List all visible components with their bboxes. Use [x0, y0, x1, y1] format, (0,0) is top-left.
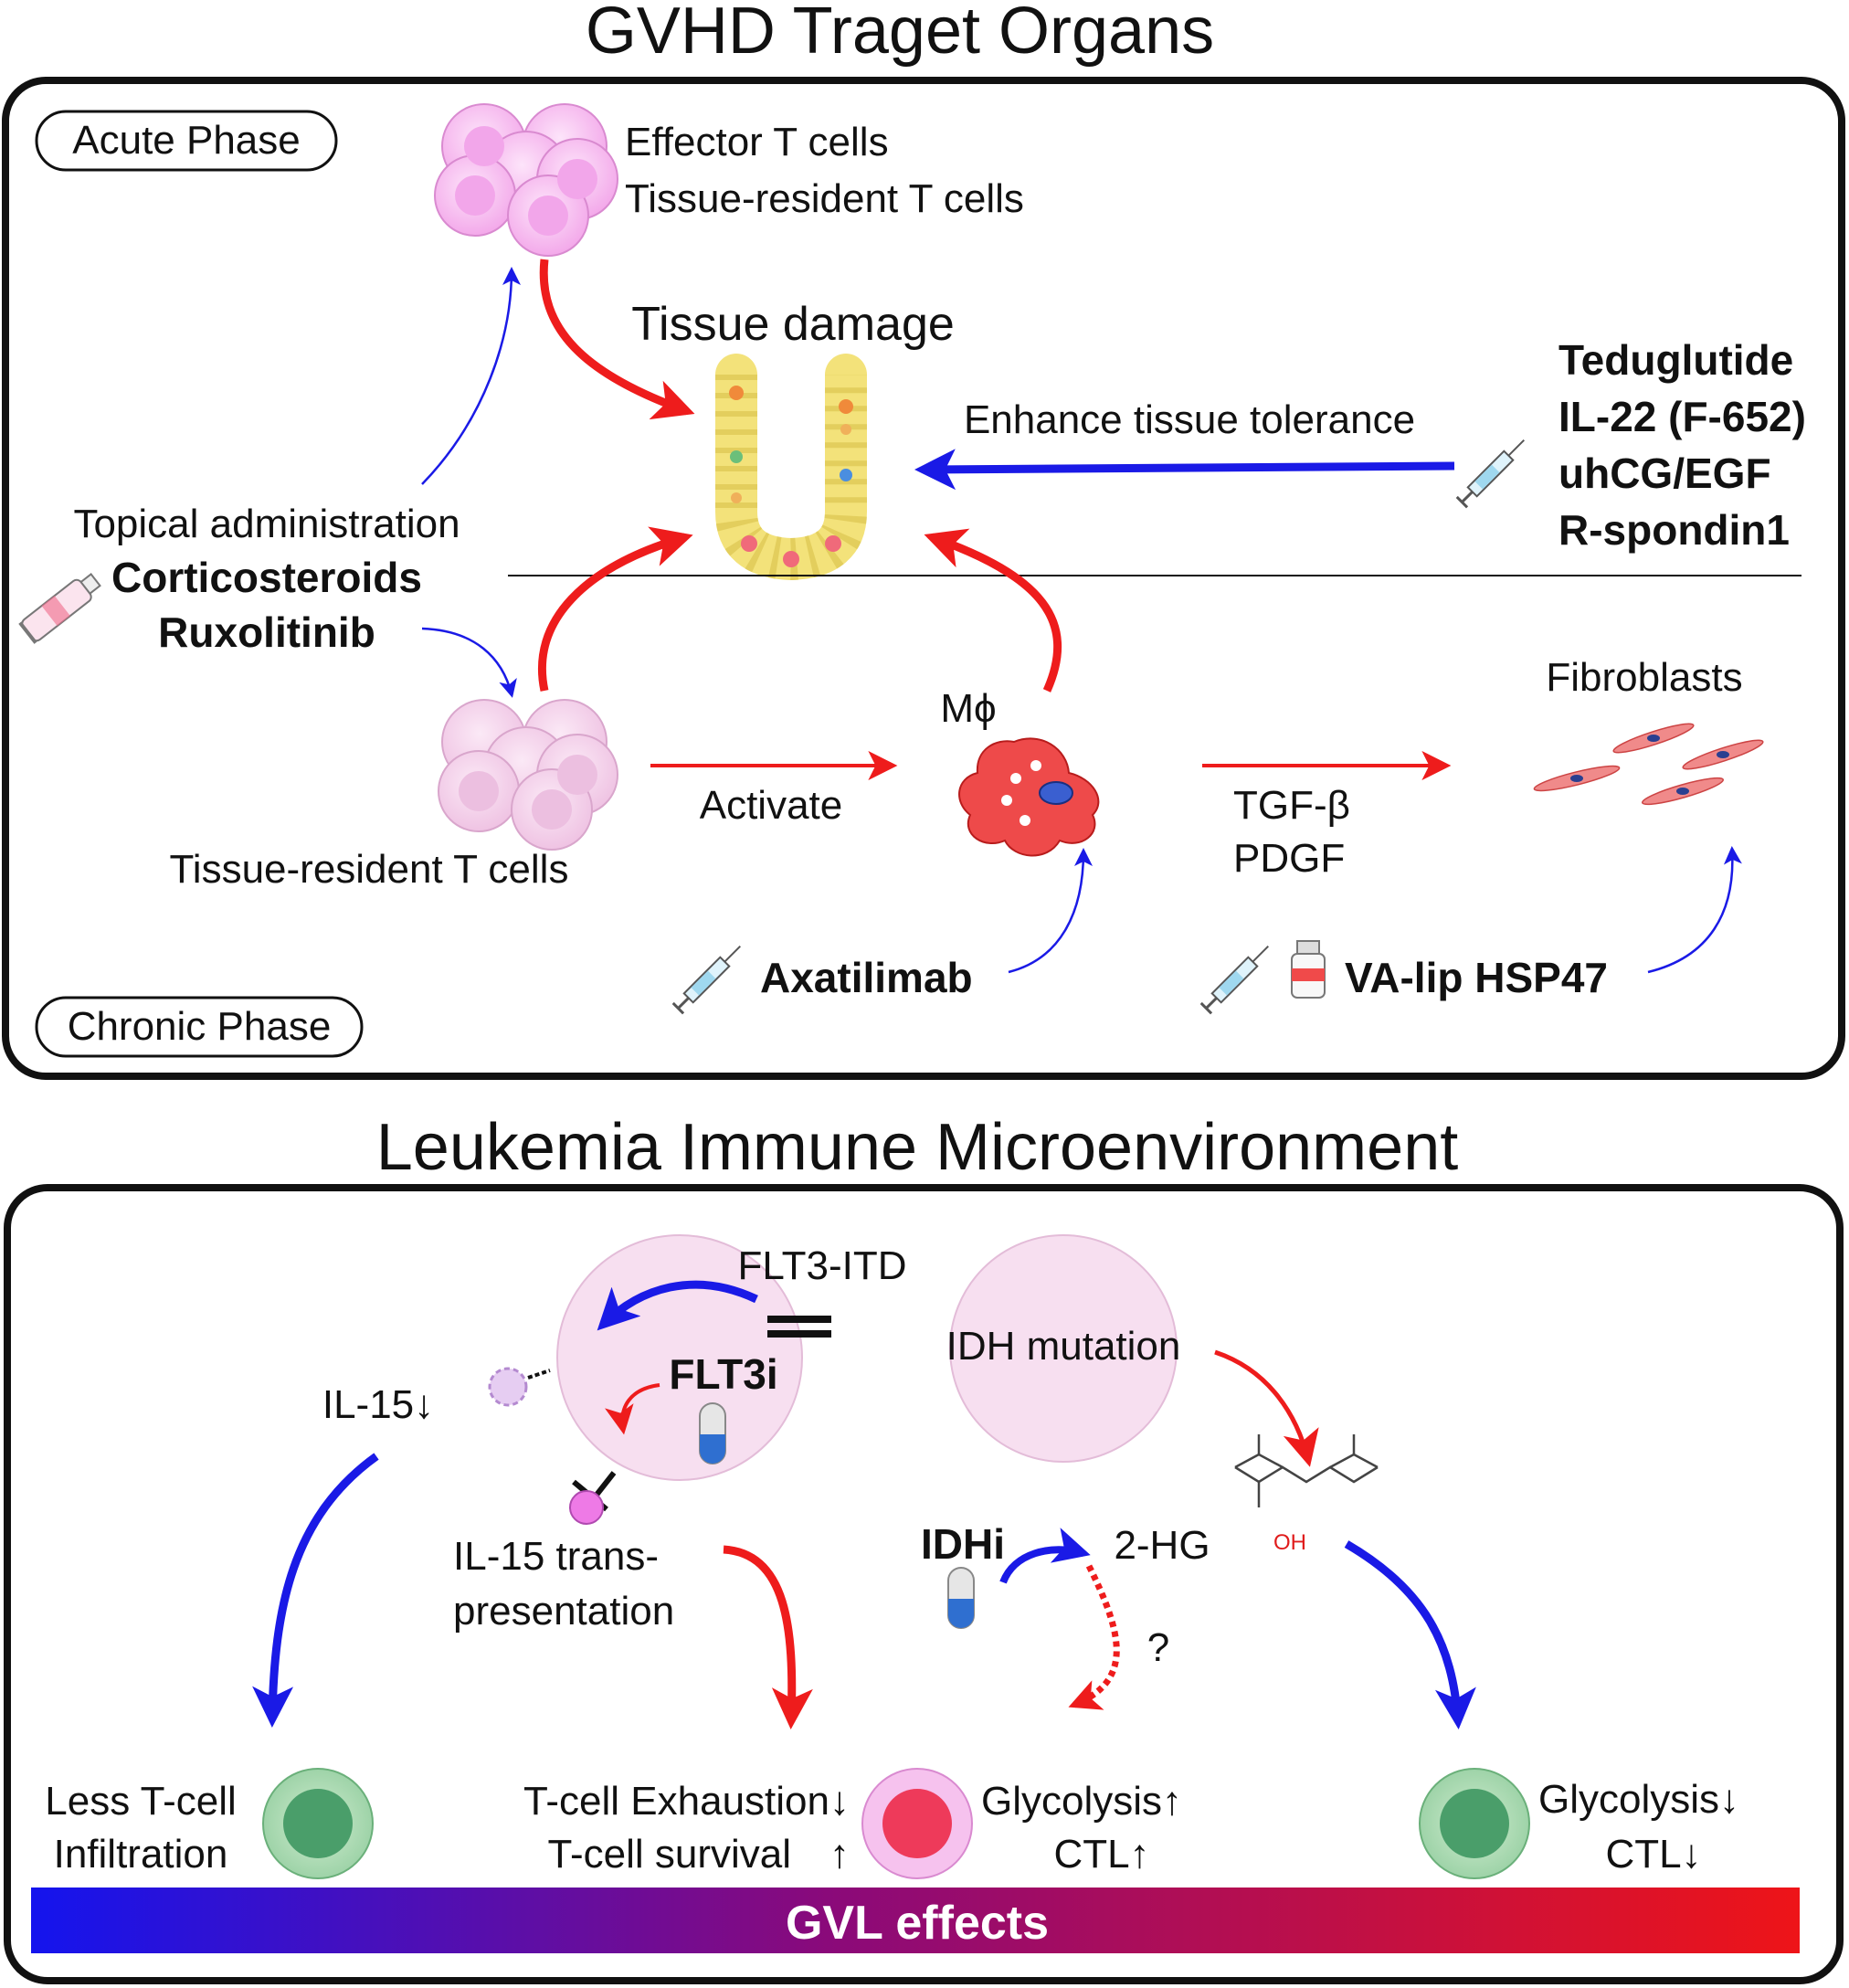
- gvl-effects-bar: [31, 1888, 1800, 1953]
- less-tcell-label-2: Infiltration: [54, 1832, 228, 1877]
- il15-down-label: IL-15↓: [322, 1382, 434, 1427]
- idh-to-2hg-arrow: [1214, 1349, 1319, 1467]
- intestinal-crypt-icon: [715, 354, 867, 581]
- macrophage-label: Mϕ: [940, 686, 996, 731]
- glycolysis-down-label: Glycolysis↓: [1538, 1777, 1739, 1822]
- question-label: ?: [1147, 1625, 1169, 1670]
- enhance-tolerance-arrow: [914, 449, 1455, 491]
- trm-to-damage-arrow: [537, 526, 693, 692]
- tissue-resident-t-cells-label: Tissue-resident T cells: [170, 847, 569, 892]
- tcell-survival-label: T-cell survival: [548, 1832, 792, 1877]
- capsule-icon: [699, 1402, 726, 1465]
- drug-r-spondin1: R-spondin1: [1558, 506, 1790, 554]
- il15-transpresentation-dot: [569, 1490, 604, 1525]
- topical-to-effector-arrow: [421, 267, 521, 485]
- idh-mutation-label: IDH mutation: [946, 1324, 1181, 1369]
- syringe-icon: [671, 946, 741, 1015]
- macrophage-to-damage-arrow: [924, 528, 1062, 693]
- t-cell-green-left-icon: [262, 1768, 374, 1879]
- va-lip-hsp47-label: VA-lip HSP47: [1345, 954, 1608, 1001]
- chronic-phase-label: Chronic Phase: [68, 1004, 332, 1049]
- flt3-itd-arrow: [597, 1280, 758, 1331]
- acute-phase-label: Acute Phase: [72, 118, 301, 163]
- fibroblast-icon: [1533, 723, 1764, 806]
- il15-trans-to-tcell-arrow: [723, 1545, 813, 1729]
- il15-to-tcell-arrow: [252, 1453, 379, 1728]
- tissue-resident-t-cell-cluster-icon: [438, 699, 618, 851]
- 2hg-molecule-icon: [1234, 1434, 1379, 1507]
- tcell-survival-arrow: ↑: [829, 1832, 850, 1877]
- flt3i-arrow: [605, 1383, 660, 1435]
- topical-to-trm-arrow: [421, 627, 517, 698]
- bottom-title: Leukemia Immune Microenvironment: [376, 1111, 1458, 1184]
- topical-administration-label: Topical administration: [73, 502, 460, 546]
- idh-mutant-cell: [949, 1234, 1178, 1463]
- tgf-beta-label: TGF-β: [1233, 783, 1350, 828]
- il15-trans-label-2: presentation: [453, 1589, 674, 1634]
- capsule-icon: [947, 1567, 975, 1629]
- 2hg-to-tcell-arrow: [1344, 1540, 1476, 1729]
- flt3i-label: FLT3i: [669, 1350, 777, 1398]
- corticosteroids-label: Corticosteroids: [111, 554, 422, 601]
- drug-uhcg-egf: uhCG/EGF: [1558, 449, 1771, 497]
- vial-icon: [1291, 940, 1326, 999]
- syringe-icon: [1455, 439, 1525, 509]
- tissue-resident-t-cells-label-top: Tissue-resident T cells: [625, 176, 1024, 221]
- axatilimab-arrow: [1008, 848, 1093, 974]
- tissue-damage-label: Tissue damage: [631, 298, 955, 351]
- top-panel-frame: [2, 77, 1845, 1080]
- macrophage-icon: [958, 737, 1100, 857]
- 2hg-dashed-arrow: [1068, 1564, 1120, 1710]
- ctl-down-label: CTL↓: [1605, 1832, 1701, 1877]
- hydroxyl-label: OH: [1273, 1530, 1306, 1555]
- gvl-effects-label: GVL effects: [786, 1897, 1049, 1950]
- effector-t-cells-label: Effector T cells: [625, 120, 889, 164]
- drug-il22: IL-22 (F-652): [1558, 393, 1806, 440]
- chronic-phase-pill: [35, 996, 364, 1058]
- glycolysis-up-label: Glycolysis↑: [981, 1779, 1182, 1824]
- idhi-label: IDHi: [921, 1520, 1005, 1568]
- va-lip-arrow: [1647, 846, 1742, 974]
- il15-trans-label-1: IL-15 trans-: [453, 1534, 659, 1579]
- pdgf-label: PDGF: [1233, 836, 1345, 881]
- axatilimab-label: Axatilimab: [760, 954, 973, 1001]
- fibroblasts-label: Fibroblasts: [1546, 655, 1742, 700]
- ruxolitinib-label: Ruxolitinib: [158, 608, 375, 656]
- 2hg-label: 2-HG: [1114, 1523, 1210, 1568]
- flt3-receptor-icon: [767, 1316, 831, 1338]
- il15-dashed-cell-icon: [488, 1367, 551, 1407]
- cream-tube-icon: [18, 573, 101, 644]
- idhi-arrow: [999, 1528, 1091, 1584]
- t-cell-green-right-icon: [1419, 1768, 1530, 1879]
- acute-phase-pill: [35, 110, 338, 172]
- drug-teduglutide: Teduglutide: [1558, 336, 1793, 384]
- activate-label: Activate: [700, 783, 843, 828]
- flt3-itd-label: FLT3-ITD: [738, 1243, 907, 1288]
- effector-to-damage-arrow: [539, 259, 695, 420]
- t-cell-pink-icon: [861, 1768, 973, 1879]
- top-title: GVHD Traget Organs: [586, 0, 1214, 68]
- enhance-tolerance-label: Enhance tissue tolerance: [964, 397, 1415, 442]
- bottom-panel-frame: [4, 1184, 1844, 1984]
- ctl-up-label: CTL↑: [1053, 1832, 1149, 1877]
- syringe-icon: [1199, 946, 1269, 1015]
- effector-t-cell-cluster-icon: [434, 103, 618, 257]
- tcell-exhaustion-label: T-cell Exhaustion↓: [523, 1779, 850, 1824]
- less-tcell-label-1: Less T-cell: [45, 1779, 237, 1824]
